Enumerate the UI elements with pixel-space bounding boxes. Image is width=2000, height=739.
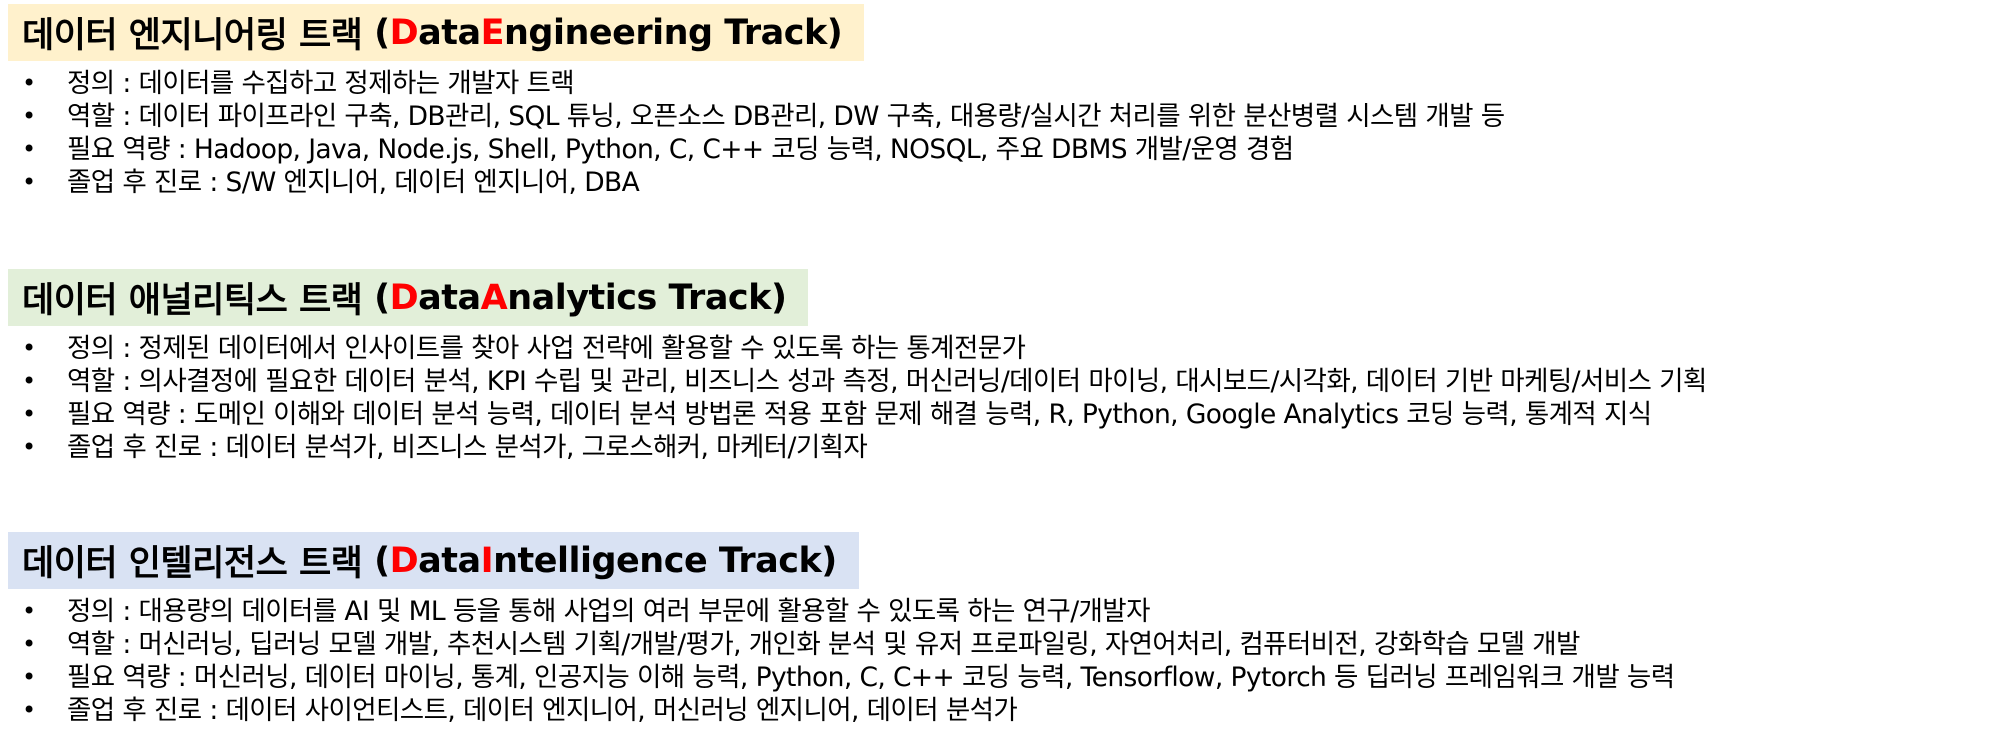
bullet-text: 역할 : 데이터 파이프라인 구축, DB관리, SQL 튜닝, 오픈소스 DB…	[67, 101, 1505, 132]
bullet-dot: •	[22, 135, 36, 163]
title-korean: 데이터 인텔리전스 트랙	[22, 544, 363, 584]
bullet-dot: •	[22, 334, 36, 362]
bullet-dot: •	[22, 663, 36, 691]
bullet-text: 졸업 후 진로 : 데이터 분석가, 비즈니스 분석가, 그로스해커, 마케터/…	[67, 432, 868, 463]
bullet-text: 정의 : 정제된 데이터에서 인사이트를 찾아 사업 전략에 활용할 수 있도록…	[67, 333, 1026, 364]
title-rest: nalytics Track)	[507, 277, 787, 318]
title-mid: ata	[418, 12, 481, 53]
bullet-career: • 졸업 후 진로 : S/W 엔지니어, 데이터 엔지니어, DBA	[0, 166, 1505, 199]
bullet-role: • 역할 : 데이터 파이프라인 구축, DB관리, SQL 튜닝, 오픈소스 D…	[0, 100, 1505, 133]
bullet-text: 졸업 후 진로 : S/W 엔지니어, 데이터 엔지니어, DBA	[67, 167, 640, 198]
bullet-definition: • 정의 : 대용량의 데이터를 AI 및 ML 등을 통해 사업의 여러 부문에…	[0, 595, 1675, 628]
bullet-text: 정의 : 데이터를 수집하고 정제하는 개발자 트랙	[67, 68, 575, 99]
bullet-text: 역할 : 머신러닝, 딥러닝 모델 개발, 추천시스템 기획/개발/평가, 개인…	[67, 629, 1580, 660]
bullet-definition: • 정의 : 데이터를 수집하고 정제하는 개발자 트랙	[0, 67, 1505, 100]
title-initial-d: D	[389, 12, 419, 53]
engineering-bullet-list: • 정의 : 데이터를 수집하고 정제하는 개발자 트랙 • 역할 : 데이터 파이…	[0, 67, 1505, 199]
title-initial-d: D	[389, 277, 419, 318]
bullet-text: 필요 역량 : Hadoop, Java, Node.js, Shell, Py…	[67, 134, 1294, 165]
bullet-text: 역할 : 의사결정에 필요한 데이터 분석, KPI 수립 및 관리, 비즈니스…	[67, 366, 1707, 397]
title-rest: ngineering Track)	[504, 12, 843, 53]
bullet-dot: •	[22, 168, 36, 196]
title-mid: ata	[418, 540, 481, 581]
bullet-career: • 졸업 후 진로 : 데이터 분석가, 비즈니스 분석가, 그로스해커, 마케터…	[0, 431, 1707, 464]
title-mid: ata	[418, 277, 481, 318]
analytics-bullet-list: • 정의 : 정제된 데이터에서 인사이트를 찾아 사업 전략에 활용할 수 있도…	[0, 332, 1707, 464]
bullet-dot: •	[22, 433, 36, 461]
title-korean: 데이터 엔지니어링 트랙	[22, 16, 363, 56]
intelligence-bullet-list: • 정의 : 대용량의 데이터를 AI 및 ML 등을 통해 사업의 여러 부문에…	[0, 595, 1675, 727]
bullet-dot: •	[22, 696, 36, 724]
bullet-dot: •	[22, 102, 36, 130]
bullet-definition: • 정의 : 정제된 데이터에서 인사이트를 찾아 사업 전략에 활용할 수 있도…	[0, 332, 1707, 365]
title-rest: ntelligence Track)	[493, 540, 837, 581]
title-open-paren: (	[374, 277, 390, 318]
bullet-career: • 졸업 후 진로 : 데이터 사이언티스트, 데이터 엔지니어, 머신러닝 엔지…	[0, 694, 1675, 727]
bullet-skills: • 필요 역량 : 머신러닝, 데이터 마이닝, 통계, 인공지능 이해 능력, …	[0, 661, 1675, 694]
bullet-dot: •	[22, 69, 36, 97]
bullet-dot: •	[22, 367, 36, 395]
bullet-skills: • 필요 역량 : Hadoop, Java, Node.js, Shell, P…	[0, 133, 1505, 166]
title-initial-e: E	[480, 12, 505, 53]
bullet-dot: •	[22, 597, 36, 625]
title-open-paren: (	[374, 540, 390, 581]
bullet-dot: •	[22, 630, 36, 658]
title-initial-d: D	[389, 540, 419, 581]
bullet-text: 필요 역량 : 도메인 이해와 데이터 분석 능력, 데이터 분석 방법론 적용…	[67, 399, 1652, 430]
bullet-role: • 역할 : 의사결정에 필요한 데이터 분석, KPI 수립 및 관리, 비즈니…	[0, 365, 1707, 398]
title-open-paren: (	[374, 12, 390, 53]
bullet-dot: •	[22, 400, 36, 428]
title-korean: 데이터 애널리틱스 트랙	[22, 281, 363, 321]
title-initial-a: A	[480, 277, 508, 318]
title-initial-i: I	[480, 540, 494, 581]
bullet-role: • 역할 : 머신러닝, 딥러닝 모델 개발, 추천시스템 기획/개발/평가, 개…	[0, 628, 1675, 661]
bullet-text: 필요 역량 : 머신러닝, 데이터 마이닝, 통계, 인공지능 이해 능력, P…	[67, 662, 1675, 693]
bullet-text: 정의 : 대용량의 데이터를 AI 및 ML 등을 통해 사업의 여러 부문에 …	[67, 596, 1150, 627]
bullet-skills: • 필요 역량 : 도메인 이해와 데이터 분석 능력, 데이터 분석 방법론 적…	[0, 398, 1707, 431]
bullet-text: 졸업 후 진로 : 데이터 사이언티스트, 데이터 엔지니어, 머신러닝 엔지니…	[67, 695, 1018, 726]
